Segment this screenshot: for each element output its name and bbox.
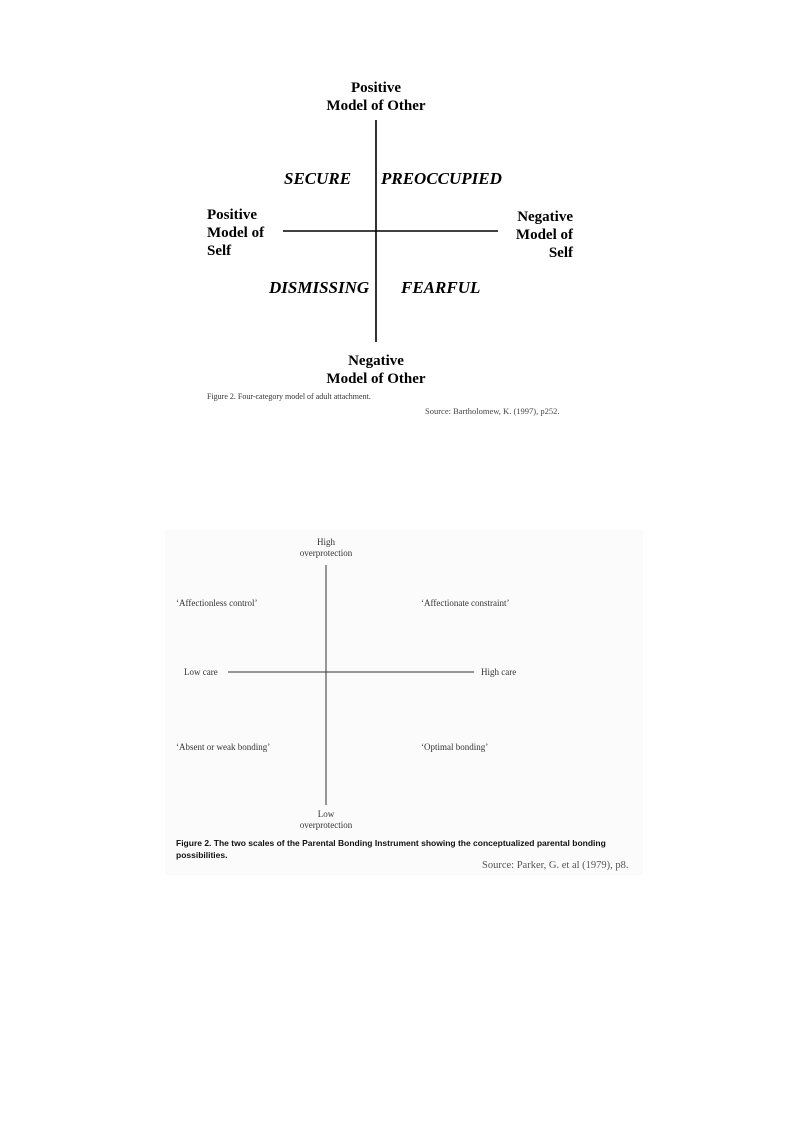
quadrant-dismissing: DISMISSING: [269, 278, 370, 297]
parental-bonding-figure-background: [165, 530, 643, 875]
parental-bonding-bottom-label-line1: Low: [317, 809, 335, 819]
quadrant-affectionate-constraint: ‘Affectionate constraint’: [421, 598, 510, 608]
parental-bonding-left-label: Low care: [184, 667, 218, 677]
parental-bonding-figure-source: Source: Parker, G. et al (1979), p8.: [482, 860, 629, 871]
attachment-right-label-line1: Negative: [517, 209, 573, 225]
parental-bonding-bottom-label: Low overprotection: [286, 809, 366, 831]
parental-bonding-top-label: High overprotection: [286, 537, 366, 559]
parental-bonding-axes: [228, 565, 474, 805]
quadrant-affectionless-control: ‘Affectionless control’: [176, 598, 258, 608]
attachment-left-label: Positive Model of Self: [207, 206, 264, 260]
parental-bonding-figure-caption: Figure 2. The two scales of the Parental…: [176, 838, 606, 860]
attachment-model-figure: Positive Model of Other Negative Model o…: [0, 0, 793, 450]
quadrant-fearful: FEARFUL: [401, 278, 481, 297]
parental-bonding-top-label-line1: High: [317, 537, 335, 547]
parental-bonding-right-label: High care: [481, 667, 517, 677]
attachment-left-label-line2: Model of: [207, 225, 265, 241]
quadrant-preoccupied: PREOCCUPIED: [381, 169, 502, 188]
attachment-top-label-line1: Positive: [351, 80, 401, 96]
attachment-figure-caption: Figure 2. Four-category model of adult a…: [207, 392, 371, 401]
quadrant-optimal-bonding: ‘Optimal bonding’: [421, 742, 489, 752]
attachment-left-label-line1: Positive: [207, 207, 257, 223]
attachment-axes: [283, 120, 498, 342]
quadrant-absent-or-weak-bonding: ‘Absent or weak bonding’: [176, 742, 271, 752]
attachment-bottom-label-line2: Model of Other: [326, 371, 426, 387]
attachment-top-label-line2: Model of Other: [326, 98, 426, 114]
attachment-bottom-label: Negative Model of Other: [300, 352, 452, 388]
attachment-right-label: Negative Model of Self: [497, 208, 573, 262]
attachment-left-label-line3: Self: [207, 243, 232, 259]
attachment-figure-source: Source: Bartholomew, K. (1997), p252.: [425, 406, 560, 416]
attachment-bottom-label-line1: Negative: [348, 353, 404, 369]
attachment-right-label-line3: Self: [548, 245, 573, 261]
parental-bonding-bottom-label-line2: overprotection: [299, 820, 353, 830]
attachment-right-label-line2: Model of: [515, 227, 573, 243]
quadrant-secure: SECURE: [284, 169, 352, 188]
attachment-top-label: Positive Model of Other: [300, 79, 452, 115]
parental-bonding-top-label-line2: overprotection: [299, 548, 353, 558]
